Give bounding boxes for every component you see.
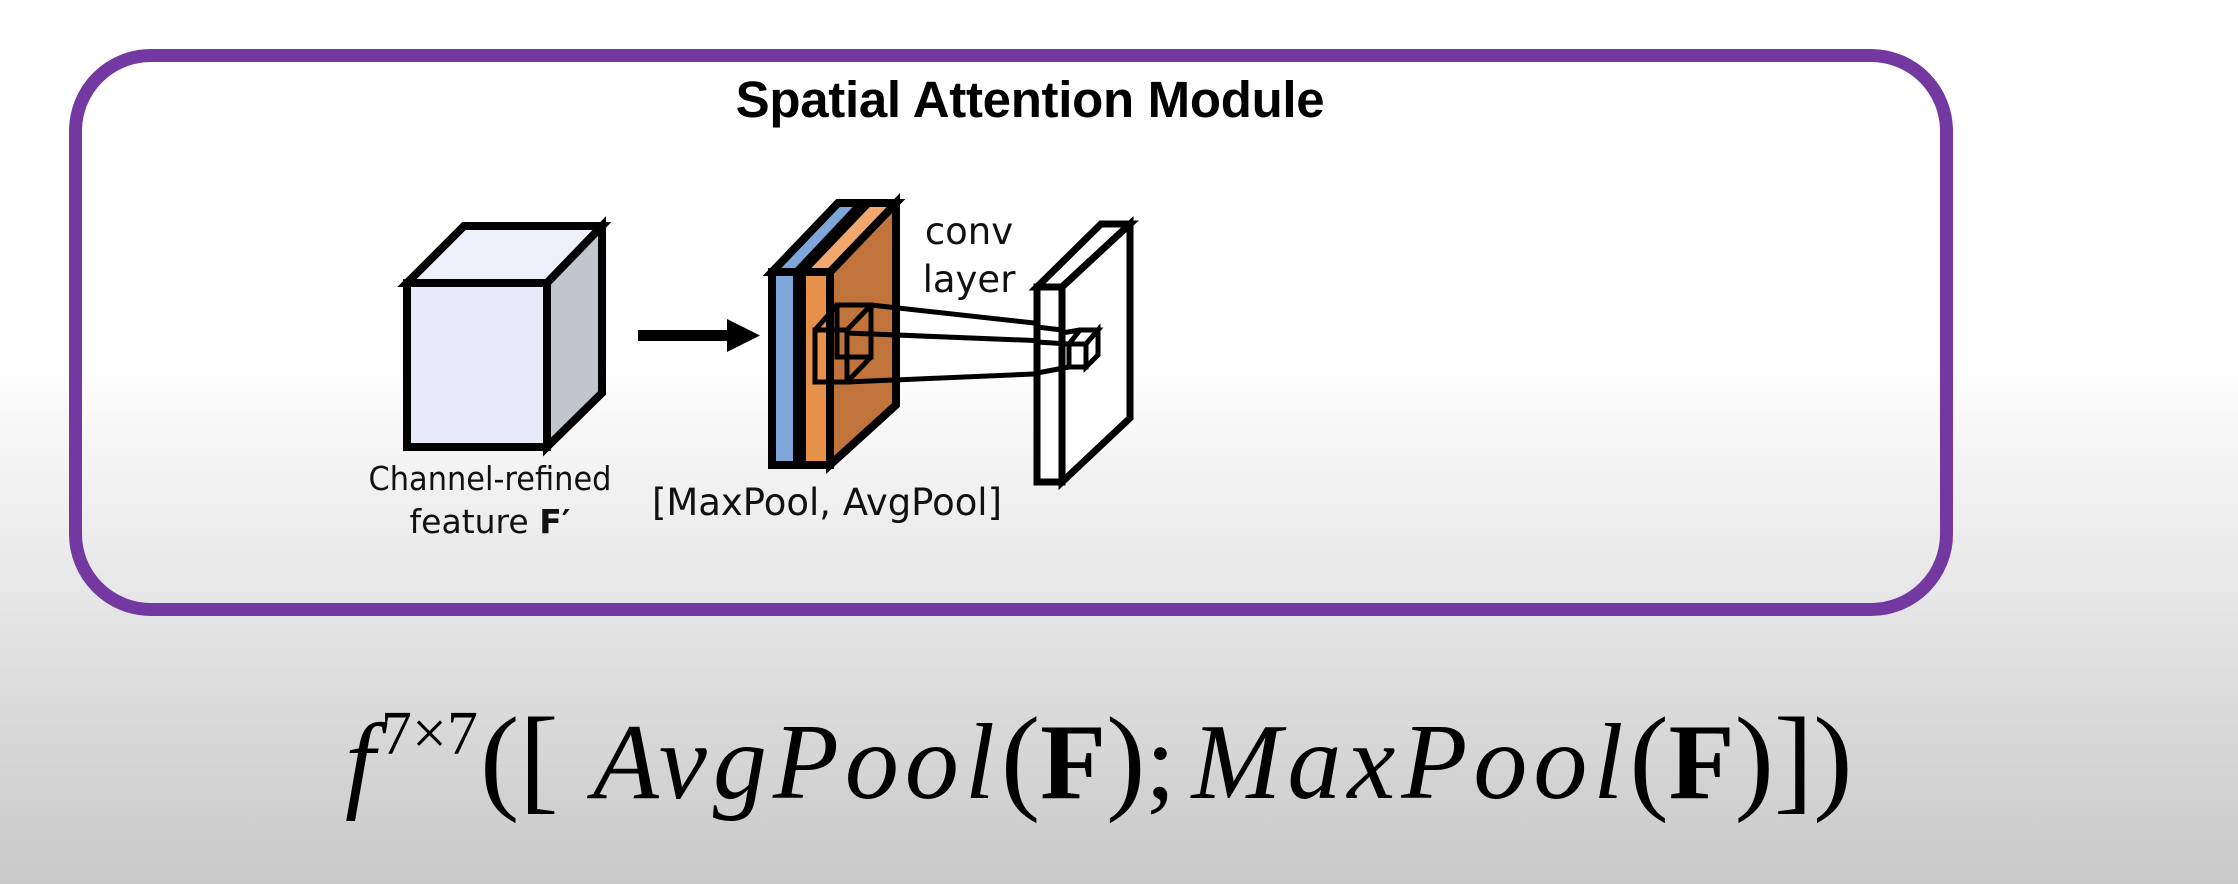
formula-avgpool: AvgPool: [592, 703, 1001, 822]
output-map-front: [1033, 283, 1066, 486]
pooled-label: [MaxPool, AvgPool]: [652, 481, 1002, 524]
conv-label-line1: conv: [925, 210, 1013, 253]
projection-lines-overlay: [1036, 324, 1070, 376]
input-label-line2: feature F′: [410, 502, 571, 541]
formula-close-paren: ): [1813, 693, 1853, 824]
formula-maxpool-open: (: [1629, 693, 1669, 824]
cube-front-face: [403, 279, 551, 451]
formula-avgpool-open: (: [1000, 693, 1041, 824]
formula-close-bracket: ]: [1773, 693, 1814, 824]
kernel-back-face: [834, 302, 874, 360]
input-feature-cube: [397, 216, 612, 457]
conv-label-line2: layer: [923, 258, 1017, 301]
maxpool-map-front: [768, 268, 801, 469]
formula-avgpool-close: ): [1106, 693, 1146, 824]
spatial-attention-formula: f7×7([ AvgPool(F);MaxPool(F)]): [345, 700, 1853, 818]
formula-open-bracket: [: [519, 693, 559, 824]
module-title: Spatial Attention Module: [735, 71, 1325, 128]
formula-avgpool-arg: F: [1040, 703, 1107, 822]
output-pixel-cube: [1061, 323, 1104, 374]
formula-separator: ;: [1145, 703, 1176, 822]
input-label-symbol: F′: [539, 502, 570, 541]
spatial-attention-module-frame: [69, 49, 1953, 616]
formula-maxpool-arg: F: [1668, 703, 1735, 822]
input-label-feature: feature: [410, 502, 540, 541]
formula-open-paren: (: [479, 693, 520, 824]
arrow-icon: [638, 319, 760, 352]
formula-maxpool-close: ): [1734, 693, 1774, 824]
formula-maxpool: MaxPool: [1191, 703, 1630, 822]
input-label-line1: Channel-refined: [369, 459, 612, 498]
formula-superscript: 7×7: [381, 700, 478, 768]
pooled-feature-maps: [762, 193, 906, 475]
formula-function: f: [345, 703, 382, 822]
